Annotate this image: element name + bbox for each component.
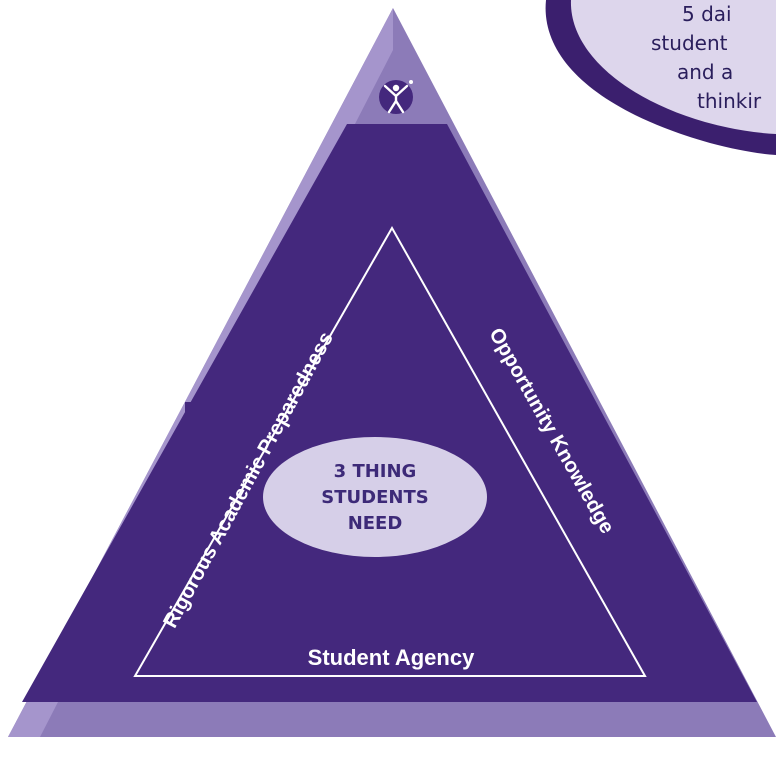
callout-line-1: 5 dai xyxy=(682,2,732,26)
bottom-side-label: Student Agency xyxy=(308,645,475,670)
outer-rim-left xyxy=(8,8,393,737)
callout-bubble-fill xyxy=(570,0,776,134)
center-line-3: NEED xyxy=(348,513,403,534)
callout-line-2: student xyxy=(651,31,728,55)
inner-outline-triangle xyxy=(133,225,647,677)
dark-triangle xyxy=(22,124,757,702)
callout-bubble: 5 dai student and a thinkir xyxy=(545,0,776,155)
edge-marker xyxy=(185,402,203,414)
callout-line-4: thinkir xyxy=(697,89,762,113)
center-oval xyxy=(263,437,487,557)
center-line-1: 3 THING xyxy=(334,461,417,482)
person-arms-raised-icon xyxy=(379,80,413,114)
center-line-2: STUDENTS xyxy=(321,487,428,508)
callout-line-3: and a xyxy=(677,60,733,84)
